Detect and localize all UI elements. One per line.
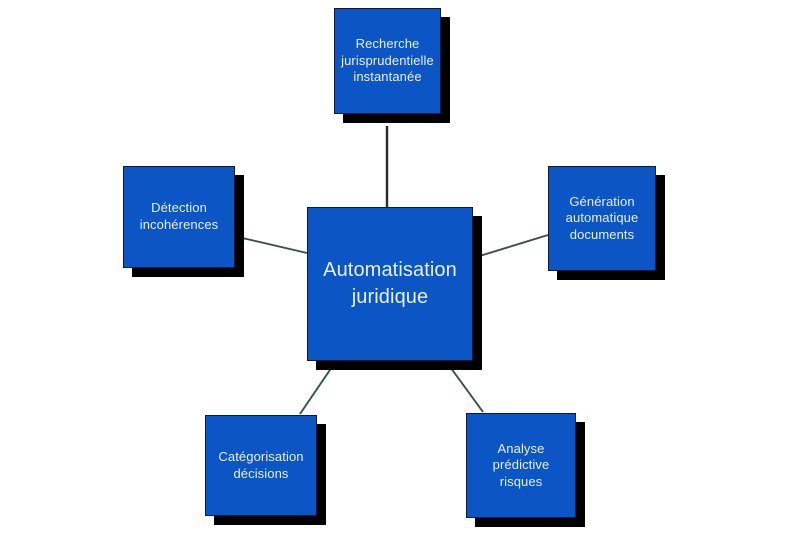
node-generation-automatique-documents[interactable]: Génération automatique documents (548, 166, 656, 271)
node-analyse-predictive-risques[interactable]: Analyse prédictive risques (466, 413, 576, 518)
node-label: Recherche jurisprudentielle instantanée (341, 36, 434, 85)
node-label: Génération automatique documents (565, 193, 639, 242)
node-label: Automatisation juridique (323, 259, 457, 308)
edge-center-to-categorisation (299, 363, 335, 415)
edge-center-to-generation (472, 234, 549, 259)
node-detection-incoherences[interactable]: Détection incohérences (123, 166, 235, 268)
edge-center-to-analyse (447, 363, 484, 413)
node-categorisation-decisions[interactable]: Catégorisation décisions (205, 415, 317, 516)
node-automatisation-juridique[interactable]: Automatisation juridique (307, 207, 473, 361)
node-label: Analyse prédictive risques (492, 440, 550, 489)
edge-center-to-detection (237, 236, 308, 254)
node-recherche-jurisprudentielle[interactable]: Recherche jurisprudentielle instantanée (334, 8, 441, 114)
node-label: Catégorisation décisions (218, 448, 304, 481)
node-label: Détection incohérences (139, 200, 219, 232)
